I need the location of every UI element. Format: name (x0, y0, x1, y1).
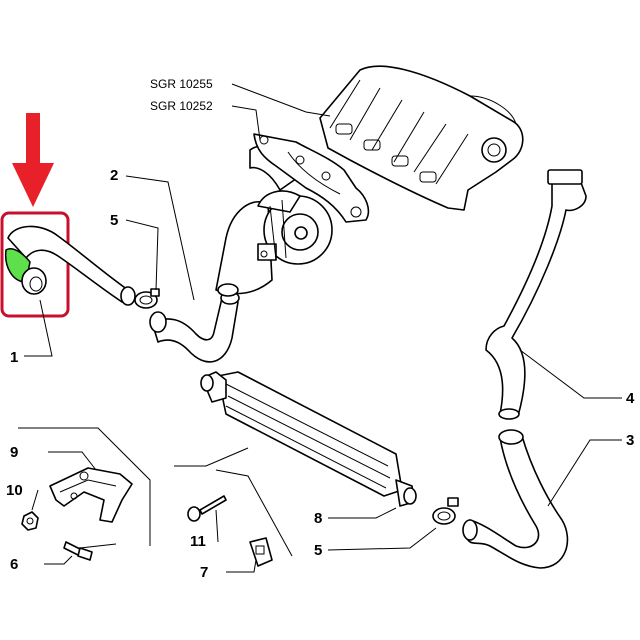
turbocharger (215, 145, 333, 297)
part-6-bolt[interactable] (63, 541, 93, 561)
part-7-clip[interactable] (249, 537, 273, 567)
callout-3: 3 (626, 432, 634, 449)
part-8-intercooler[interactable] (200, 371, 417, 507)
red-down-arrow-icon (12, 113, 54, 207)
part-10-nut[interactable] (21, 511, 39, 531)
callout-9: 9 (10, 444, 18, 461)
callout-5-top: 5 (110, 212, 118, 229)
callout-6: 6 (10, 556, 18, 573)
callout-8: 8 (314, 510, 322, 527)
part-5-clamp-top[interactable] (134, 288, 160, 309)
sgr-10255-label: SGR 10255 (150, 77, 213, 91)
exhaust-manifold (253, 133, 370, 223)
intake-manifold (319, 65, 524, 211)
callout-2: 2 (110, 167, 118, 184)
part-3-hose[interactable] (462, 429, 569, 569)
callout-5-bottom: 5 (314, 542, 322, 559)
callout-7: 7 (200, 564, 208, 581)
part-1-hose[interactable] (4, 225, 136, 306)
part-4-pipe[interactable] (485, 169, 587, 420)
part-2-hose[interactable] (149, 291, 240, 363)
part-11-bolt[interactable] (187, 495, 227, 522)
callout-10: 10 (6, 482, 23, 499)
callout-4: 4 (626, 390, 635, 407)
leader-lines (18, 83, 622, 573)
part-9-bracket[interactable] (49, 467, 133, 523)
part-5-clamp-bottom[interactable] (432, 497, 459, 525)
sgr-10252-label: SGR 10252 (150, 99, 213, 113)
callout-11: 11 (190, 533, 206, 550)
callout-1: 1 (10, 349, 18, 366)
highlight-box (0, 211, 70, 318)
